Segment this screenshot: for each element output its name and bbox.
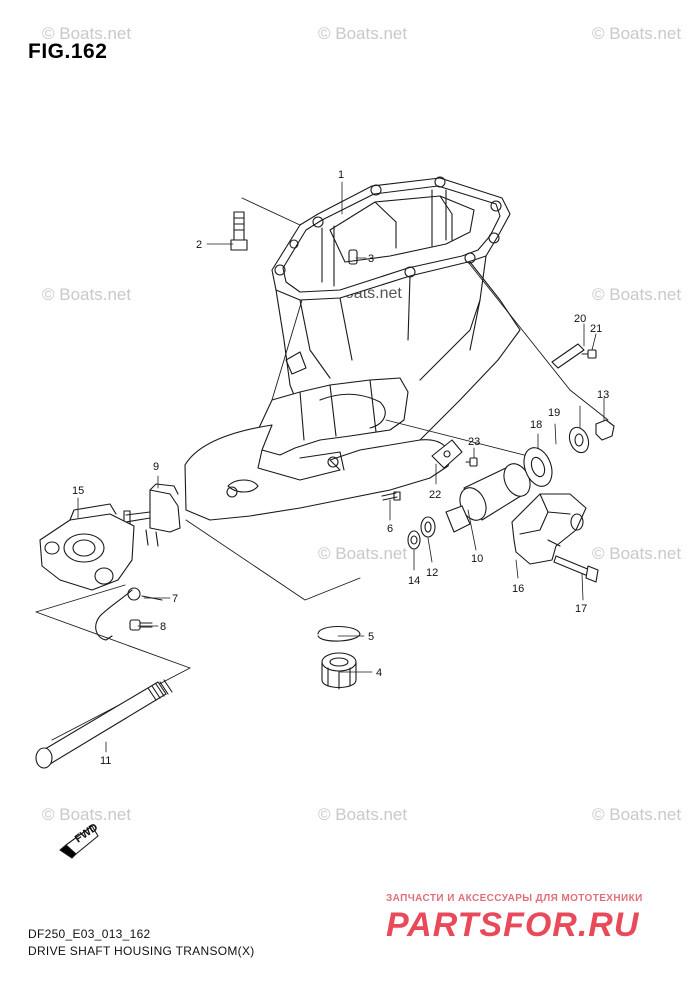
- drive-shaft-housing: [184, 176, 521, 521]
- part-18-washer: [523, 447, 553, 487]
- watermark: © Boats.net: [318, 544, 408, 563]
- callout-21: 21: [590, 323, 602, 335]
- callout-13: 13: [597, 389, 609, 401]
- callout-4: 4: [376, 667, 382, 679]
- assembly-boundary-lines: [35, 197, 609, 741]
- diagram-caption: DRIVE SHAFT HOUSING TRANSOM(X): [28, 944, 255, 958]
- callout-1: 1: [338, 169, 344, 181]
- part-6-screw: [381, 491, 401, 501]
- shop-tagline: ЗАПЧАСТИ И АКСЕССУАРЫ ДЛЯ МОТОТЕХНИКИ: [386, 893, 643, 904]
- part-7-wire: [95, 587, 163, 641]
- callout-5: 5: [368, 631, 374, 643]
- callout-8: 8: [160, 621, 166, 633]
- callout-9: 9: [153, 461, 159, 473]
- figure-title: FIG.162: [28, 40, 108, 63]
- part-5-snap-ring: [317, 625, 361, 642]
- watermark: © Boats.net: [592, 805, 682, 824]
- callout-3: 3: [368, 253, 374, 265]
- callout-leaders: [77, 181, 605, 753]
- forward-arrow-icon: FWD: [59, 821, 100, 859]
- callout-14: 14: [408, 575, 420, 587]
- callout-16: 16: [512, 583, 524, 595]
- part-17-bolt: [553, 555, 599, 583]
- watermark: © Boats.net: [318, 805, 408, 824]
- part-9-connector-bracket: [123, 483, 181, 547]
- part-4-nut: [321, 652, 357, 690]
- part-23-screw: [465, 457, 478, 467]
- part-8-screw: [129, 619, 153, 631]
- part-11-stud: [35, 679, 173, 769]
- callout-11: 11: [100, 755, 111, 767]
- part-12-washer: [420, 516, 436, 538]
- callout-17: 17: [575, 603, 587, 615]
- callout-numbers: 1 2 3 4 5 6 7 8 9 10 11 12 13 14 15 16 1…: [72, 169, 609, 767]
- part-3-dowel: [348, 249, 358, 265]
- watermark: © Boats.net: [42, 285, 132, 304]
- callout-23: 23: [468, 436, 480, 448]
- part-19-washer: [568, 426, 590, 454]
- callout-15: 15: [72, 485, 84, 497]
- part-21-screw: [581, 349, 597, 359]
- callout-22: 22: [429, 489, 441, 501]
- part-22-plate: [431, 439, 463, 469]
- callout-20: 20: [574, 313, 586, 325]
- diagram-code: DF250_E03_013_162: [28, 927, 151, 941]
- watermark: © Boats.net: [592, 24, 682, 43]
- part-13-nut: [595, 419, 615, 441]
- callout-18: 18: [530, 419, 542, 431]
- callout-12: 12: [426, 567, 438, 579]
- watermark: © Boats.net: [42, 805, 132, 824]
- part-14-washer: [407, 530, 421, 550]
- callout-2: 2: [196, 239, 202, 251]
- shop-logo: PARTSFOR.RU: [386, 906, 640, 944]
- callout-10: 10: [471, 553, 483, 565]
- watermark: © Boats.net: [592, 285, 682, 304]
- part-15-clamp: [39, 503, 135, 591]
- watermark: © Boats.net: [42, 24, 132, 43]
- part-20-plate: [551, 343, 585, 369]
- watermark: © Boats.net: [592, 544, 682, 563]
- part-2-bolt: [230, 211, 248, 251]
- callout-6: 6: [387, 523, 393, 535]
- part-10-bushing: [445, 463, 531, 533]
- callout-19: 19: [548, 407, 560, 419]
- callout-7: 7: [172, 593, 178, 605]
- watermark: © Boats.net: [318, 24, 408, 43]
- part-16-mount: [511, 493, 587, 565]
